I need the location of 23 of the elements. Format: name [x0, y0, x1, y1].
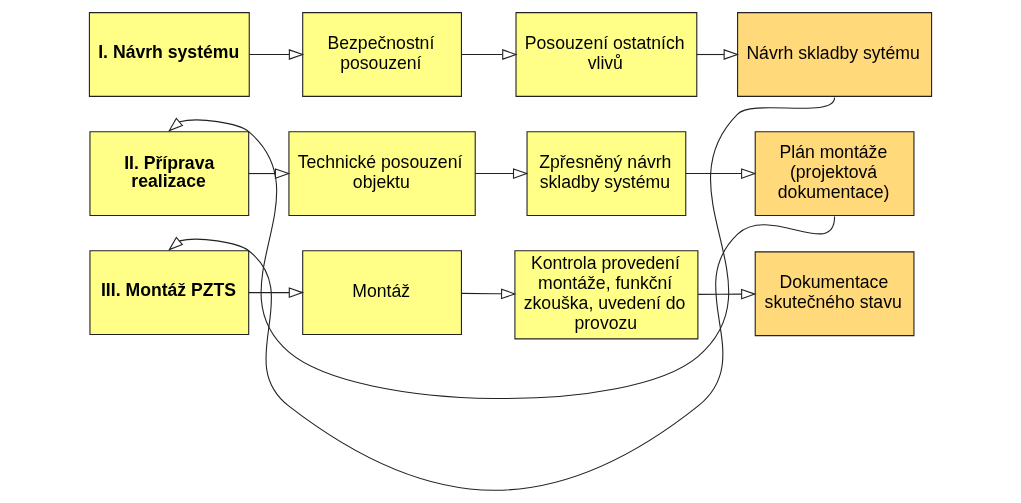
- arrow: [248, 49, 305, 60]
- node-box: Plán montáže (projektová dokumentace): [754, 131, 915, 216]
- node-box: Montáž: [302, 250, 462, 336]
- arrow: [697, 288, 757, 300]
- arrow: [460, 288, 517, 300]
- arrow: [168, 96, 836, 400]
- node-box: II. Příprava realizace: [89, 131, 250, 216]
- node-box: Technické posouzení objektu: [288, 131, 476, 216]
- node-box: III. Montáž PZTS: [89, 250, 250, 336]
- arrow: [248, 287, 305, 299]
- node-box: Dokumentace skutečného stavu: [754, 251, 915, 337]
- node-box: Kontrola provedení montáže, funkční zkouška, uvedení do provozu: [514, 250, 699, 340]
- arrow: [168, 216, 836, 491]
- node-box: Zpřesněný návrh skladby systému: [526, 131, 687, 216]
- arrow: [474, 168, 529, 179]
- node-box: Návrh skladby sytému: [737, 12, 933, 97]
- node-box: I. Návrh systému: [88, 12, 250, 97]
- arrow: [696, 49, 740, 60]
- arrow: [248, 168, 291, 179]
- node-box: Posouzení ostatních vlivů: [515, 12, 698, 97]
- arrow: [685, 168, 757, 179]
- arrow: [460, 49, 518, 60]
- node-box: Bezpečnostní posouzení: [302, 12, 462, 97]
